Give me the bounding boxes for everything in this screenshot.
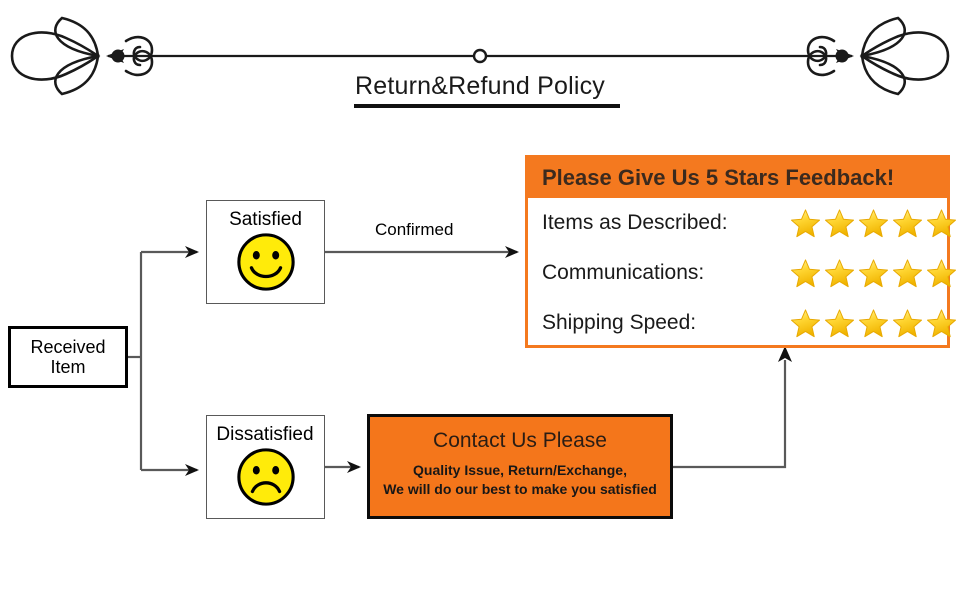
star-icon[interactable] [926,308,957,339]
satisfied-label: Satisfied [229,209,302,230]
star-icon[interactable] [892,258,923,289]
edge-contact-to-feedback [673,360,787,469]
star-icon[interactable] [926,208,957,239]
header-ornament [10,16,950,96]
feedback-header-title: Please Give Us 5 Stars Feedback! [542,165,895,190]
feedback-panel: Please Give Us 5 Stars Feedback! Items a… [525,155,957,348]
edge-label-confirmed: Confirmed [375,220,454,239]
arrowhead-contact-icon [347,461,361,473]
star-icon[interactable] [892,308,923,339]
rating-row: Items as Described: [528,198,957,248]
rating-row: Shipping Speed: [528,298,957,348]
page-title: Return&Refund Policy [355,72,605,100]
rating-label-items-as-described: Items as Described: [542,211,728,234]
node-received-item: Received Item [8,326,128,388]
contact-panel: Contact Us Please Quality Issue, Return/… [367,414,673,519]
arrowhead-feedback-return-icon [778,346,792,362]
divider-arrow-right-icon [836,49,854,63]
star-rating-items-as-described[interactable] [790,208,957,239]
node-satisfied: Satisfied [206,200,325,304]
star-icon[interactable] [858,208,889,239]
feedback-panel-header: Please Give Us 5 Stars Feedback! [528,158,947,198]
star-icon[interactable] [824,308,855,339]
node-dissatisfied: Dissatisfied [206,415,325,519]
arrowhead-dissatisfied-icon [185,464,199,476]
smiley-happy-icon [236,233,295,291]
received-item-line1: Received [30,336,106,357]
arrowhead-satisfied-icon [185,246,199,258]
contact-line2: We will do our best to make you satisfie… [383,481,657,497]
contact-line1: Quality Issue, Return/Exchange, [413,462,627,478]
rating-label-communications: Communications: [542,261,705,284]
star-rating-communications[interactable] [790,258,957,289]
star-icon[interactable] [790,308,821,339]
star-icon[interactable] [824,258,855,289]
rating-label-shipping-speed: Shipping Speed: [542,311,697,334]
arrowhead-confirmed-icon [505,246,519,258]
star-icon[interactable] [790,208,821,239]
star-icon[interactable] [790,258,821,289]
smiley-sad-icon [236,448,295,506]
contact-title: Contact Us Please [433,429,607,452]
title-underline [354,104,620,108]
star-rating-shipping-speed[interactable] [790,308,957,339]
star-icon[interactable] [858,308,889,339]
divider-arrow-left-icon [106,49,124,63]
star-icon[interactable] [824,208,855,239]
star-icon[interactable] [926,258,957,289]
dissatisfied-label: Dissatisfied [216,424,314,445]
rating-row: Communications: [528,248,957,298]
star-icon[interactable] [892,208,923,239]
received-item-line2: Item [50,357,86,377]
star-icon[interactable] [858,258,889,289]
divider-center-circle-icon [472,48,488,64]
